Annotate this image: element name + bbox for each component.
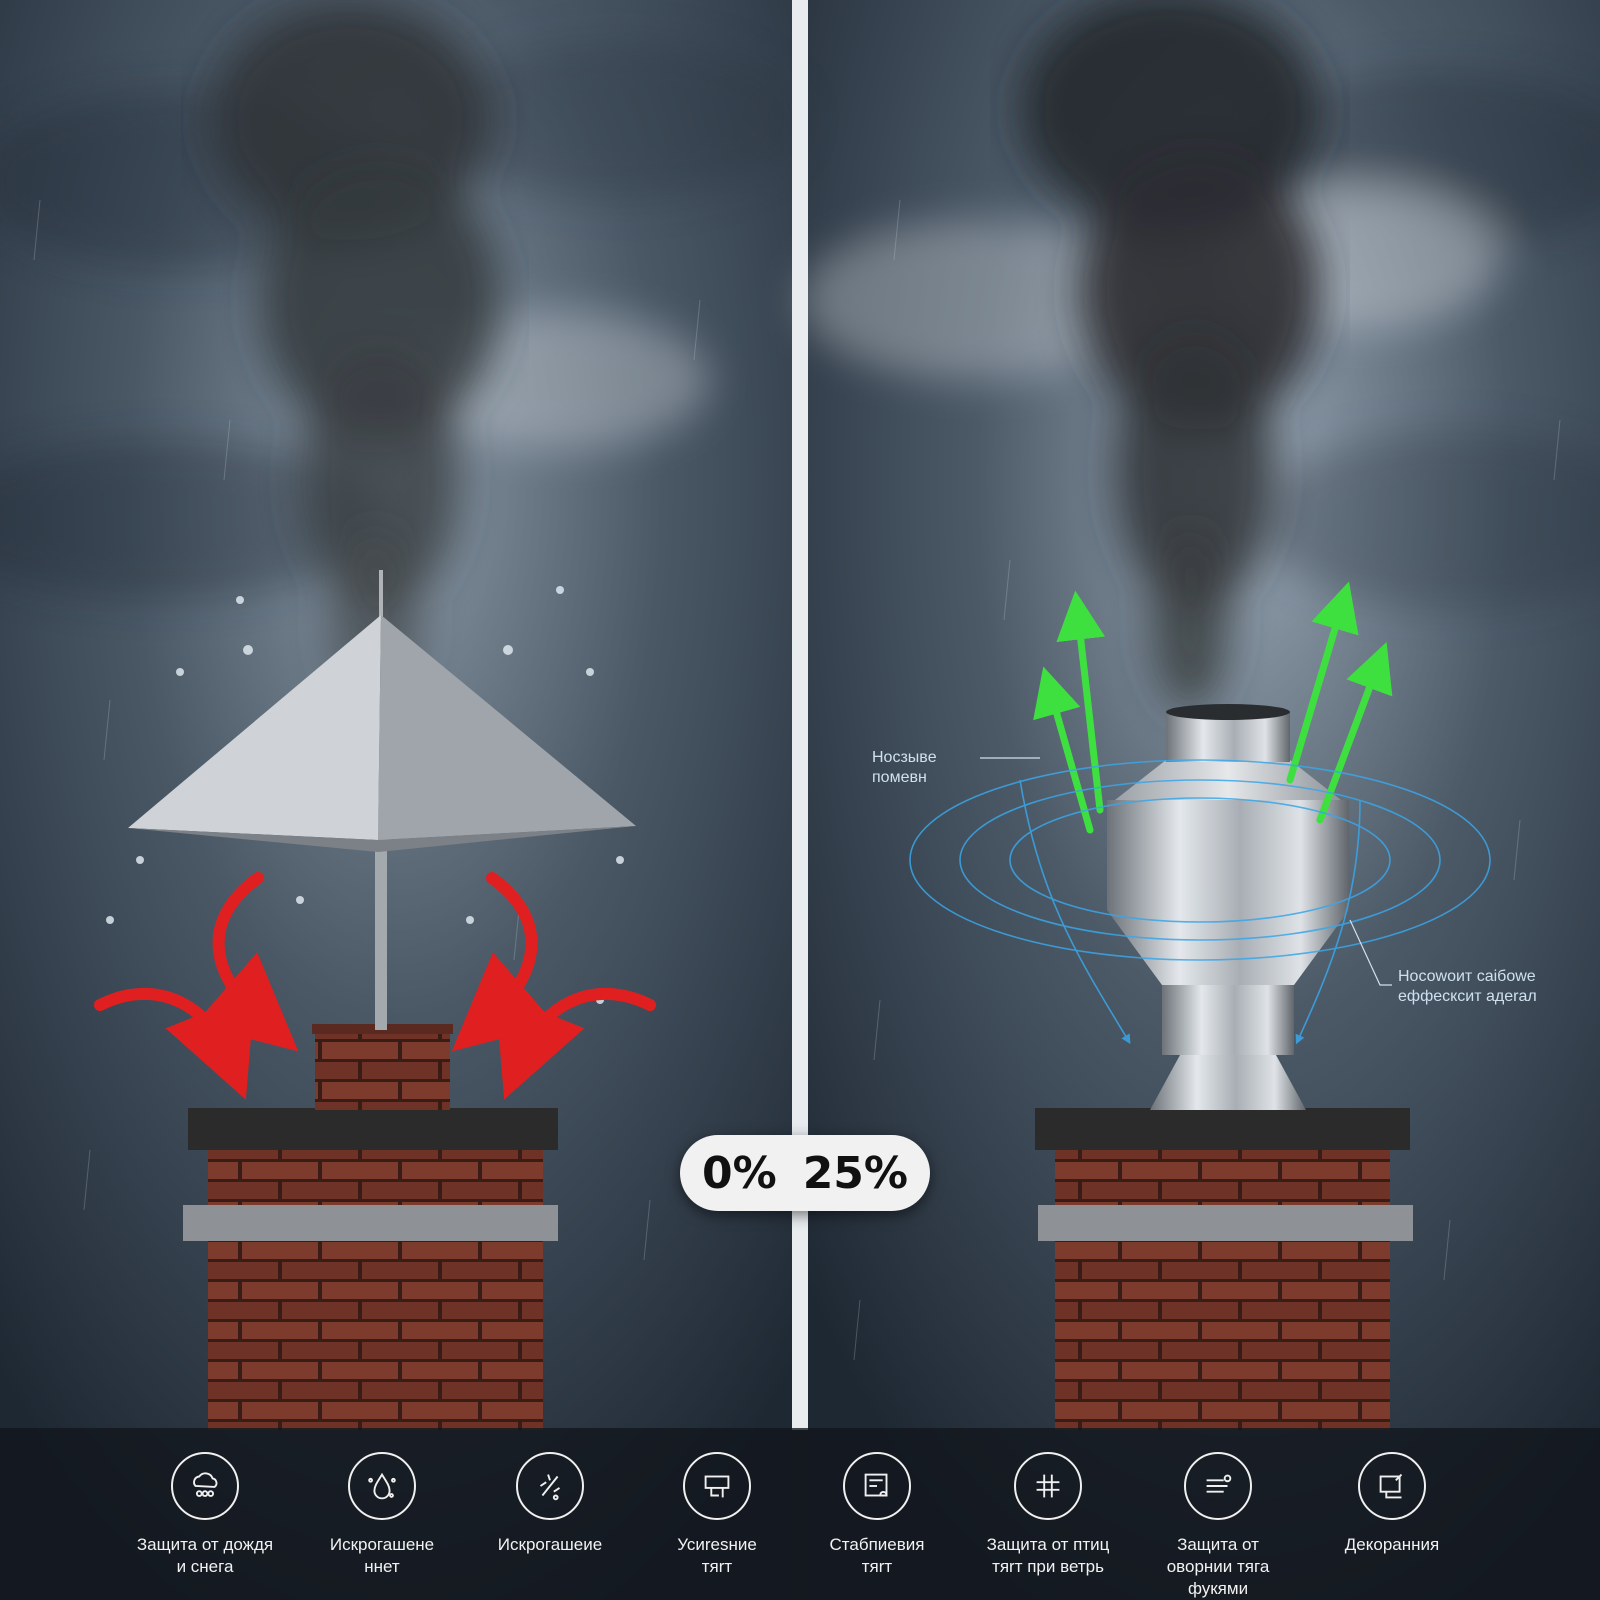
feature-rain-protection: Защита от дождя и снега — [130, 1452, 280, 1578]
cloud-rain-icon — [171, 1452, 239, 1520]
feature-label: Защита от дождя и снега — [136, 1535, 274, 1576]
right-percentage: 25% — [802, 1147, 909, 1199]
spark-drop-icon — [348, 1452, 416, 1520]
right-smoke — [1020, 0, 1320, 710]
feature-draft-boost: Усиresние тяrт — [642, 1452, 792, 1578]
right-callout-label: Носоwоит саiбоwе еффесксит адеrал — [1398, 968, 1537, 1005]
feature-label: Искрогашеие — [497, 1535, 603, 1554]
feature-label: Защита от птиц тяrт при ветрь — [986, 1535, 1110, 1576]
bird-grid-icon — [1014, 1452, 1082, 1520]
left-callout-label: Носзывe помевн — [872, 749, 937, 786]
percentage-badge: 0% 25% — [680, 1135, 930, 1211]
green-arrow — [1033, 666, 1094, 834]
left-percentage: 0% — [701, 1147, 777, 1199]
panel-divider — [792, 0, 808, 1430]
spark-icon — [516, 1452, 584, 1520]
green-arrow — [1056, 590, 1106, 814]
air-flow-lines — [909, 759, 1491, 1045]
feature-label: Искрогашене ннет — [329, 1535, 435, 1576]
green-arrow — [1316, 642, 1393, 824]
feature-spark-extinguish: Искрогашеие — [475, 1452, 625, 1556]
wind-lines-icon — [1184, 1452, 1252, 1520]
feature-decorative: Декоранния — [1317, 1452, 1467, 1556]
left-chimney — [94, 570, 656, 1430]
decor-icon — [1358, 1452, 1426, 1520]
rain-streaks — [33, 199, 1561, 1361]
feature-label: Декоранния — [1344, 1535, 1440, 1554]
features-bar — [0, 1428, 1600, 1600]
red-arrow — [495, 987, 656, 1100]
left-smoke — [210, 0, 500, 710]
right-chimney — [909, 581, 1491, 1430]
feature-label: Усиresние тяrт — [677, 1535, 757, 1576]
red-arrow — [94, 987, 255, 1100]
feature-wind-protection: Защита от оворнии тяга фукями — [1143, 1452, 1293, 1600]
feature-spark-arrest: Искрогашене ннет — [307, 1452, 457, 1578]
feature-label: Защита от оворнии тяга фукями — [1166, 1535, 1270, 1598]
stability-icon — [843, 1452, 911, 1520]
feature-label: Стабпиевия тяrт — [829, 1535, 925, 1576]
green-arrow — [1286, 581, 1359, 784]
draft-boost-icon — [683, 1452, 751, 1520]
feature-bird-protection: Защита от птиц тяrт при ветрь — [973, 1452, 1123, 1578]
feature-draft-stability: Стабпиевия тяrт — [802, 1452, 952, 1578]
